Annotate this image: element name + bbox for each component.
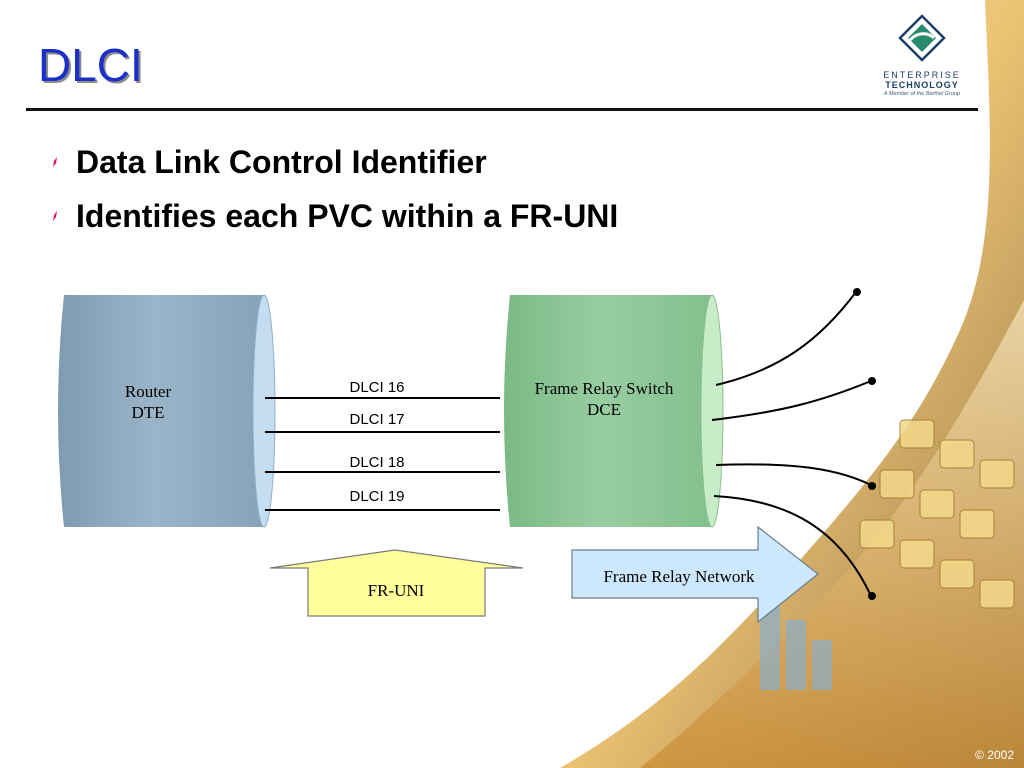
bullet-item: Identifies each PVC within a FR-UNI [40, 189, 618, 243]
dlci-16-label: DLCI 16 [349, 379, 405, 396]
dlci-17-label: DLCI 17 [349, 411, 405, 428]
lightning-bullet-icon [44, 204, 66, 228]
network-link-2 [711, 380, 872, 421]
router-dte-cylinder [58, 294, 276, 528]
network-link-4 [713, 495, 872, 597]
bullet-text: Data Link Control Identifier [76, 143, 487, 180]
endpoint-dot [868, 377, 876, 385]
logo-text-line1: ENTERPRISE [883, 70, 961, 80]
logo-text-line2: TECHNOLOGY [885, 80, 959, 90]
frame-relay-network-label: Frame Relay Network [603, 567, 755, 586]
bullet-list: Data Link Control Identifier Identifies … [40, 135, 618, 243]
copyright-text: © 2002 [975, 748, 1014, 762]
slide-title: DLCI [38, 39, 143, 91]
router-label-line1: Router [124, 382, 172, 401]
endpoint-dot [868, 482, 876, 490]
dlci-18-label: DLCI 18 [349, 454, 405, 471]
fr-uni-label: FR-UNI [367, 581, 425, 600]
lightning-bullet-icon [44, 150, 66, 174]
title-divider [26, 108, 978, 111]
switch-label-line1: Frame Relay Switch [534, 379, 674, 398]
dlci-19-label: DLCI 19 [349, 488, 405, 505]
fr-uni-arrow [269, 549, 524, 617]
endpoint-dot [868, 592, 876, 600]
logo-text-line3: A Member of the Barthel Group [883, 91, 961, 97]
endpoint-dot [853, 288, 861, 296]
network-link-3 [715, 463, 872, 486]
enterprise-technology-logo [898, 14, 946, 62]
bullet-item: Data Link Control Identifier [40, 135, 618, 189]
network-link-1 [715, 291, 857, 386]
frame-relay-network-arrow [571, 525, 819, 624]
frame-relay-switch-cylinder [504, 294, 724, 528]
switch-label-line2: DCE [587, 400, 621, 419]
bullet-text: Identifies each PVC within a FR-UNI [76, 197, 619, 234]
router-label: Router DTE [88, 381, 208, 423]
switch-label: Frame Relay Switch DCE [506, 378, 702, 420]
router-label-line2: DTE [131, 403, 165, 422]
